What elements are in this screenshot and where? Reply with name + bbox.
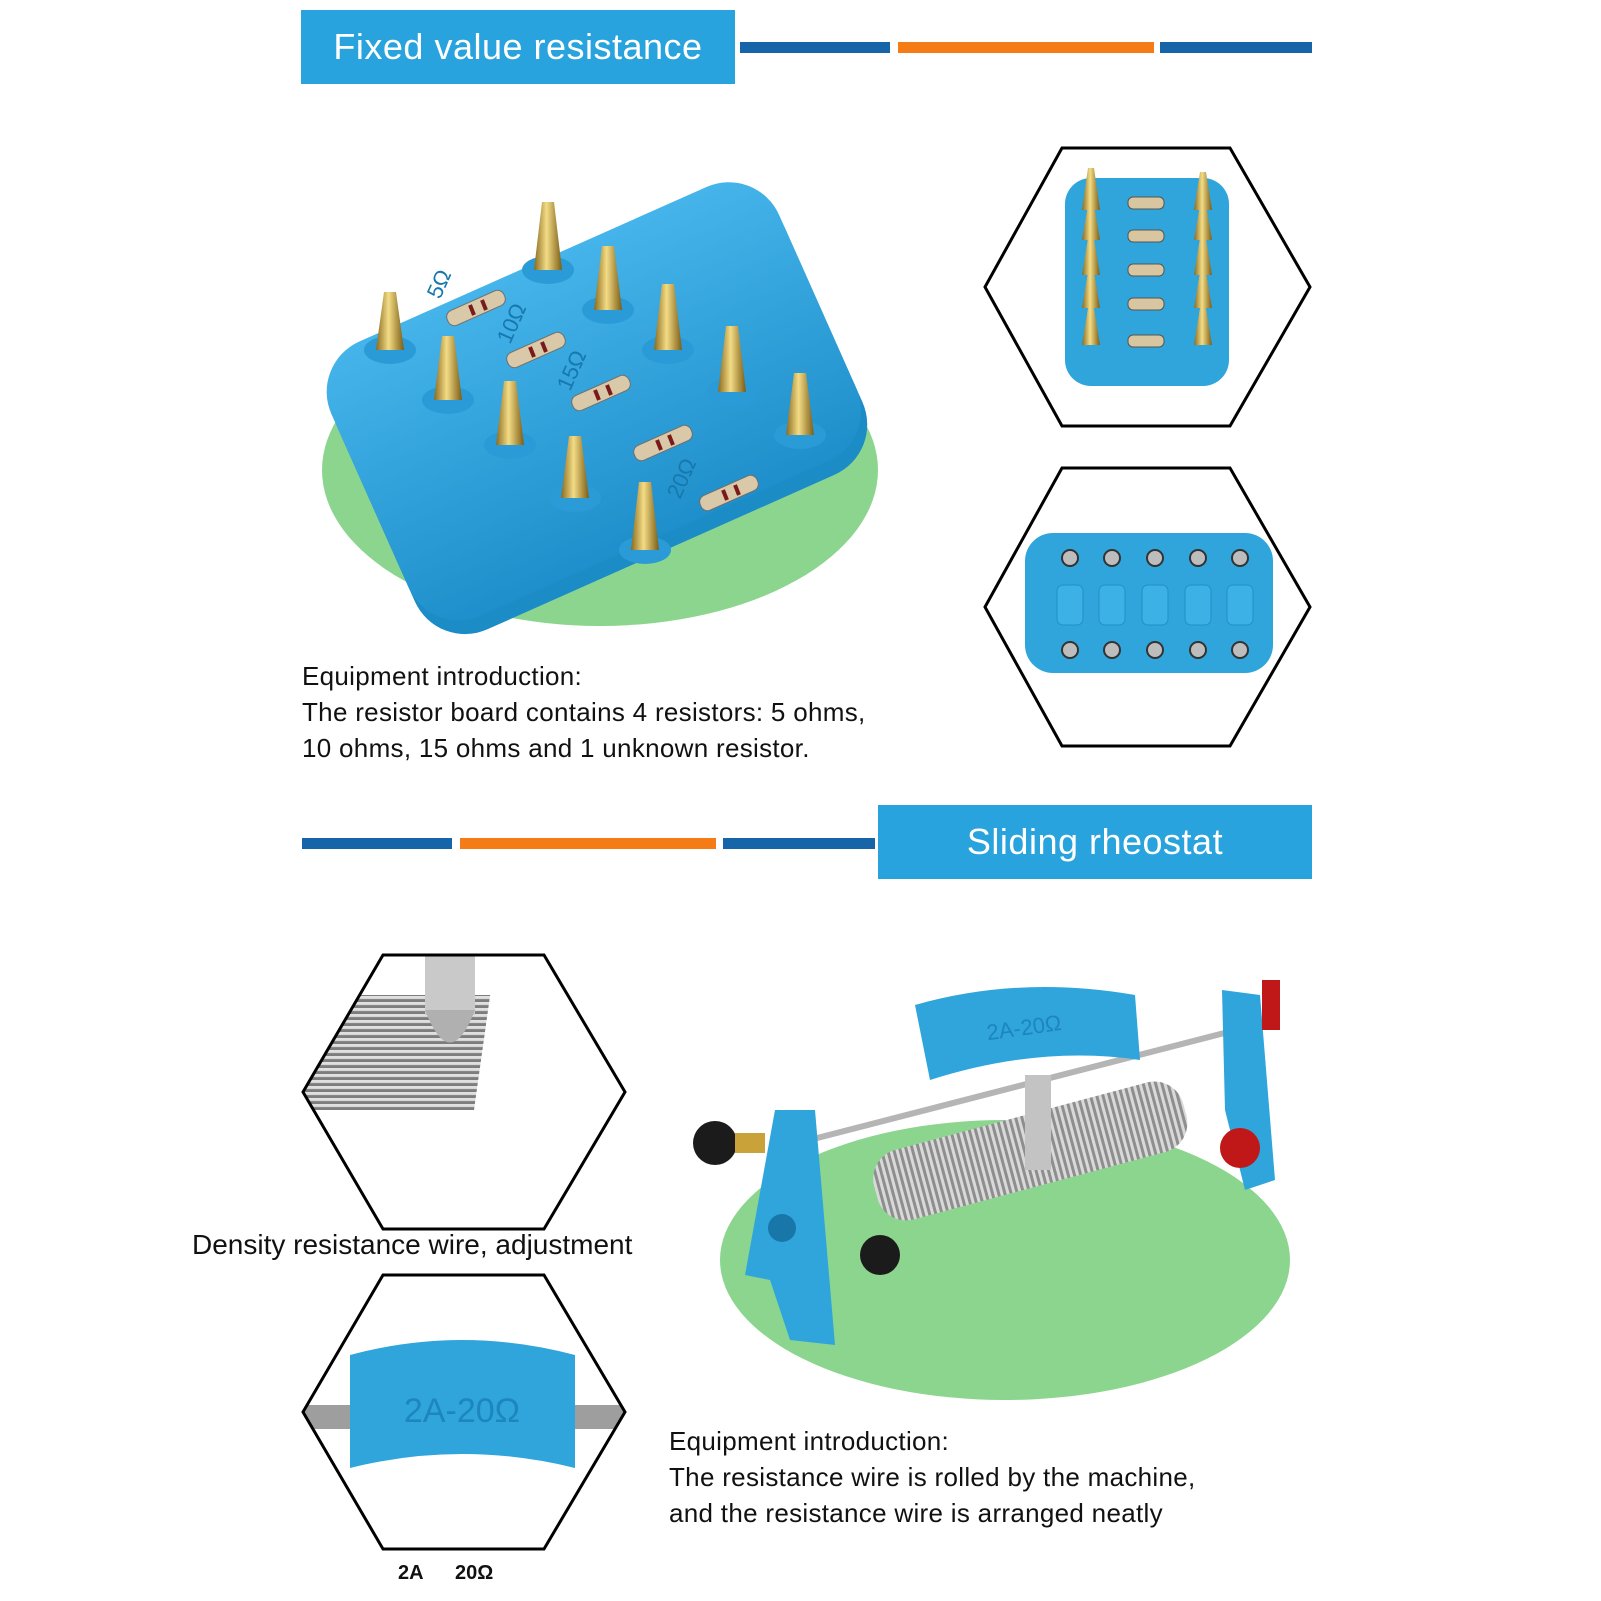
- rheostat-product: 2A-20Ω: [693, 980, 1290, 1400]
- divider-bar: [460, 838, 716, 849]
- intro-line: 10 ohms, 15 ohms and 1 unknown resistor.: [302, 733, 810, 763]
- rating-current: 2A: [398, 1562, 424, 1584]
- rating-resistance: 20Ω: [455, 1562, 494, 1584]
- section-title-fixed-resistance: Fixed value resistance: [301, 10, 735, 84]
- divider-bar: [898, 42, 1154, 53]
- hexagon-bottom-view: [983, 466, 1312, 748]
- wire-caption: Density resistance wire, adjustment: [192, 1229, 633, 1260]
- hexagon-slider-closeup: 2A-20Ω: [301, 1273, 627, 1551]
- divider-bar: [1160, 42, 1312, 53]
- intro-line: The resistor board contains 4 resistors:…: [302, 697, 866, 727]
- section-title-text: Sliding rheostat: [966, 821, 1224, 862]
- equipment-intro-resistor: Equipment introduction: The resistor boa…: [302, 658, 866, 766]
- section-title-sliding-rheostat: Sliding rheostat: [878, 805, 1312, 879]
- hexagon-top-view: [983, 146, 1312, 428]
- section-title-text: Fixed value resistance: [333, 26, 703, 67]
- divider-bar: [723, 838, 875, 849]
- intro-heading: Equipment introduction:: [302, 661, 583, 691]
- intro-heading: Equipment introduction:: [669, 1426, 950, 1456]
- divider-bar: [302, 838, 452, 849]
- intro-line: The resistance wire is rolled by the mac…: [669, 1462, 1196, 1492]
- hexagon-wire-closeup: [301, 953, 627, 1231]
- slider-engraving: 2A-20Ω: [404, 1392, 520, 1430]
- equipment-intro-rheostat: Equipment introduction: The resistance w…: [669, 1423, 1196, 1531]
- intro-line: and the resistance wire is arranged neat…: [669, 1498, 1163, 1528]
- divider-bar: [740, 42, 890, 53]
